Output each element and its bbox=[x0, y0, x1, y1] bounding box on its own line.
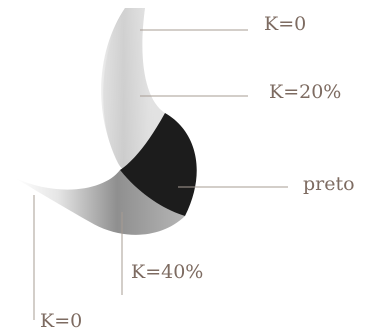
upper-gray-region bbox=[103, 8, 165, 172]
label-k0-bottom: K=0 bbox=[40, 310, 82, 332]
preto-shape bbox=[120, 113, 197, 216]
bottom-crescent-shape bbox=[15, 170, 185, 235]
label-k20: K=20% bbox=[269, 81, 341, 103]
leader-lines bbox=[33, 29, 288, 320]
label-k40: K=40% bbox=[131, 261, 203, 283]
label-preto: preto bbox=[303, 173, 355, 195]
label-k0-top: K=0 bbox=[264, 13, 306, 35]
